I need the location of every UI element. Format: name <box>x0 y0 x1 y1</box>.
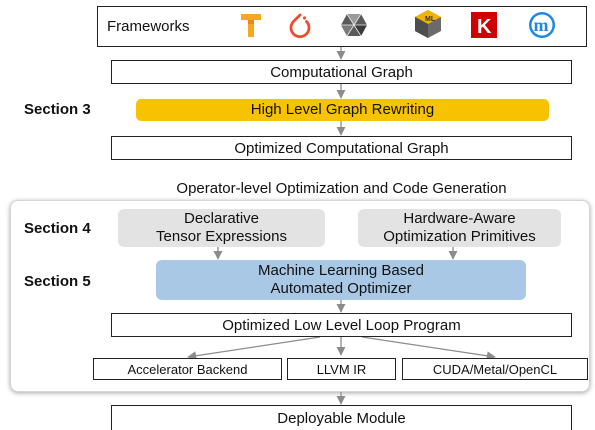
llvm-ir-box: LLVM IR <box>287 358 396 380</box>
declarative-line1: Declarative <box>183 210 260 227</box>
frameworks-label: Frameworks <box>107 18 190 35</box>
computational-graph-label: Computational Graph <box>270 63 413 81</box>
keras-logo-icon: K <box>469 10 499 40</box>
ml-line1: Machine Learning Based <box>258 262 424 279</box>
svg-text:m: m <box>534 15 549 35</box>
loop-program-label: Optimized Low Level Loop Program <box>222 316 461 334</box>
section-3-label: Section 3 <box>24 101 91 118</box>
graph-rewriting-box: High Level Graph Rewriting <box>136 99 549 121</box>
graph-rewriting-label: High Level Graph Rewriting <box>250 101 435 118</box>
mxnet-m-logo-icon: m <box>527 10 557 40</box>
section-4-label: Section 4 <box>24 220 91 237</box>
coreml-logo-icon: ML <box>412 8 444 40</box>
accelerator-backend-box: Accelerator Backend <box>93 358 282 380</box>
pytorch-logo-icon <box>285 10 315 40</box>
hardware-line1: Hardware-Aware <box>403 210 516 227</box>
optimized-graph-label: Optimized Computational Graph <box>234 139 449 157</box>
cuda-metal-opencl-box: CUDA/Metal/OpenCL <box>402 358 588 380</box>
optimized-graph-box: Optimized Computational Graph <box>111 136 572 160</box>
hardware-line2: Optimization Primitives <box>383 228 536 245</box>
ml-optimizer-box: Machine Learning Based Automated Optimiz… <box>156 260 526 300</box>
llvm-ir-label: LLVM IR <box>316 361 367 377</box>
loop-program-box: Optimized Low Level Loop Program <box>111 313 572 337</box>
hardware-aware-box: Hardware-Aware Optimization Primitives <box>358 209 561 247</box>
mxnet-logo-icon <box>339 10 369 40</box>
accelerator-backend-label: Accelerator Backend <box>127 361 248 377</box>
declarative-line2: Tensor Expressions <box>156 228 287 245</box>
ml-line2: Automated Optimizer <box>270 280 412 297</box>
deployable-module-label: Deployable Module <box>277 409 406 427</box>
operator-level-heading: Operator-level Optimization and Code Gen… <box>176 180 507 197</box>
computational-graph-box: Computational Graph <box>111 60 572 84</box>
deployable-module-box: Deployable Module <box>111 405 572 430</box>
svg-text:ML: ML <box>425 16 436 23</box>
cuda-metal-opencl-label: CUDA/Metal/OpenCL <box>432 361 558 377</box>
section-5-label: Section 5 <box>24 273 91 290</box>
declarative-tensor-box: Declarative Tensor Expressions <box>118 209 325 247</box>
tensorflow-logo-icon <box>236 10 266 40</box>
svg-text:K: K <box>477 16 492 38</box>
frameworks-box: Frameworks <box>97 6 587 47</box>
